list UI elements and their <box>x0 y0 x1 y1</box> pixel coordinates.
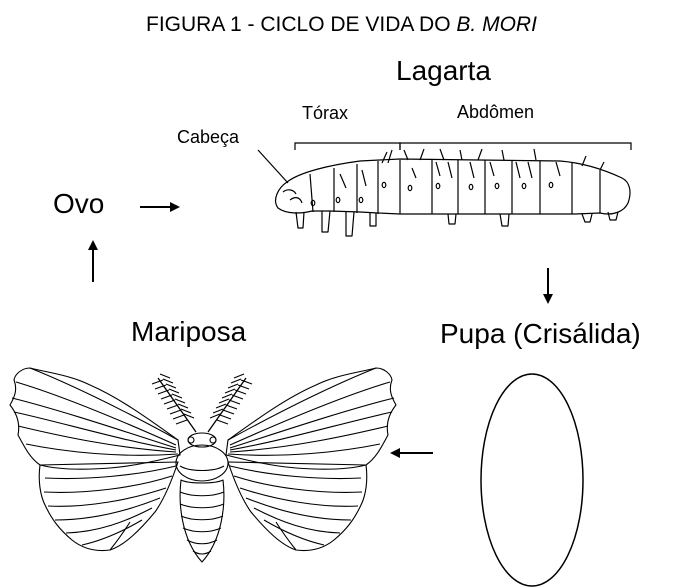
caterpillar-illustration <box>276 149 630 236</box>
cabeca-pointer <box>258 150 288 183</box>
moth-illustration <box>10 368 396 562</box>
torax-bracket <box>295 143 400 150</box>
abdomen-bracket <box>400 143 631 150</box>
pupa-illustration <box>481 374 583 586</box>
